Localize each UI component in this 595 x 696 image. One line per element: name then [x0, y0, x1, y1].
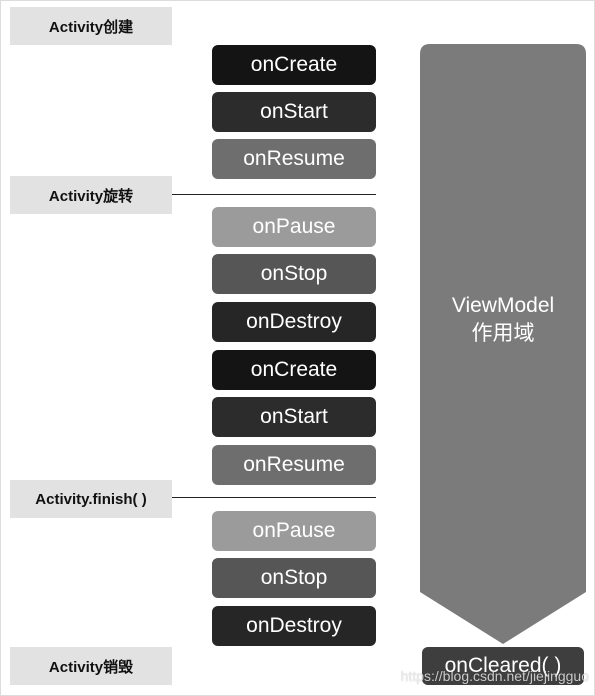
step-on-create: onCreate	[212, 350, 376, 390]
step-on-start: onStart	[212, 92, 376, 132]
on-cleared-box: onCleared( )	[422, 647, 584, 685]
viewmodel-scope-title: ViewModel	[451, 294, 555, 317]
phase-activity-create: Activity创建	[10, 7, 172, 45]
phase-activity-rotate: Activity旋转	[10, 176, 172, 214]
step-on-stop: onStop	[212, 254, 376, 294]
divider-rotate	[172, 194, 376, 195]
step-on-start: onStart	[212, 397, 376, 437]
phase-activity-destroy: Activity销毁	[10, 647, 172, 685]
step-on-resume: onResume	[212, 139, 376, 179]
step-on-destroy: onDestroy	[212, 302, 376, 342]
phase-activity-finish: Activity.finish( )	[10, 480, 172, 518]
step-on-stop: onStop	[212, 558, 376, 598]
viewmodel-scope-arrow: ViewModel 作用域	[420, 44, 586, 644]
watermark-text: https://blog.csdn.net/jiejingguo	[400, 668, 589, 684]
viewmodel-scope-label: ViewModel 作用域	[420, 292, 586, 348]
divider-finish	[172, 497, 376, 498]
step-on-pause: onPause	[212, 207, 376, 247]
scope-arrow-shape	[420, 44, 586, 644]
step-on-resume: onResume	[212, 445, 376, 485]
step-on-pause: onPause	[212, 511, 376, 551]
viewmodel-scope-subtitle: 作用域	[471, 322, 535, 345]
step-on-create: onCreate	[212, 45, 376, 85]
step-on-destroy: onDestroy	[212, 606, 376, 646]
